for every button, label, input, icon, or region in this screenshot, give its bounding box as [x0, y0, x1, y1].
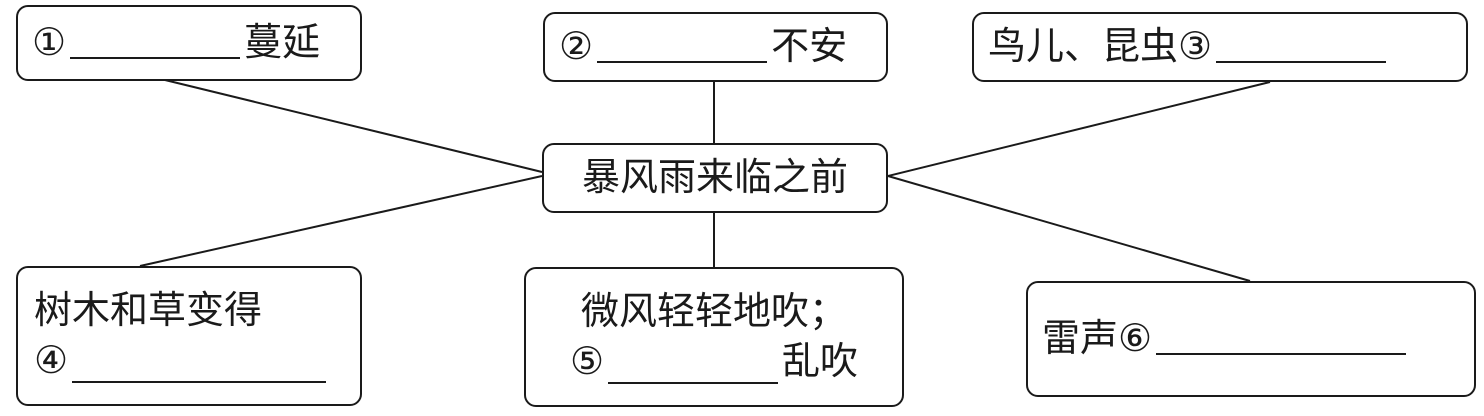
node-2-blank[interactable]: [597, 31, 768, 63]
node-2-marker: ②: [559, 24, 594, 69]
node-3-marker: ③: [1178, 24, 1213, 69]
node-1-text: 蔓延: [244, 20, 321, 65]
node-1-marker: ①: [32, 20, 67, 65]
node-5-blank[interactable]: [608, 352, 779, 384]
node-5-line-2: ⑤ 乱吹: [569, 339, 859, 384]
node-6-blank[interactable]: [1156, 323, 1407, 355]
node-3-blank[interactable]: [1216, 31, 1387, 63]
connector-to-node-3: [887, 81, 1271, 177]
node-5-text: 微风轻轻地吹；: [580, 289, 847, 334]
node-1-blank[interactable]: [70, 27, 241, 59]
node-4-line-1: 树木和草变得: [34, 289, 344, 333]
node-5-after-text: 乱吹: [782, 339, 859, 383]
node-4-line-2: ④: [34, 338, 344, 383]
node-5-marker: ⑤: [569, 339, 605, 383]
connector-to-node-4: [139, 175, 543, 267]
node-5-box: 微风轻轻地吹； ⑤ 乱吹: [524, 267, 904, 407]
node-1-box: ① 蔓延: [16, 5, 362, 81]
center-topic-label: 暴风雨来临之前: [581, 155, 848, 200]
node-4-blank[interactable]: [72, 351, 327, 383]
node-4-text: 树木和草变得: [34, 288, 263, 333]
connector-to-node-1: [164, 79, 543, 173]
node-6-marker: ⑥: [1118, 316, 1153, 361]
node-2-text: 不安: [771, 24, 848, 69]
node-2-box: ② 不安: [543, 12, 888, 82]
node-4-marker: ④: [34, 338, 69, 382]
node-6-box: 雷声 ⑥: [1026, 281, 1476, 397]
node-3-text: 鸟儿、昆虫: [988, 24, 1179, 69]
node-5-line-1: 微风轻轻地吹；: [581, 290, 847, 334]
node-4-box: 树木和草变得 ④: [16, 266, 362, 406]
node-3-box: 鸟儿、昆虫 ③: [972, 12, 1468, 82]
node-6-text: 雷声: [1042, 316, 1119, 361]
connector-to-node-6: [887, 175, 1251, 282]
center-topic-box: 暴风雨来临之前: [542, 143, 888, 213]
